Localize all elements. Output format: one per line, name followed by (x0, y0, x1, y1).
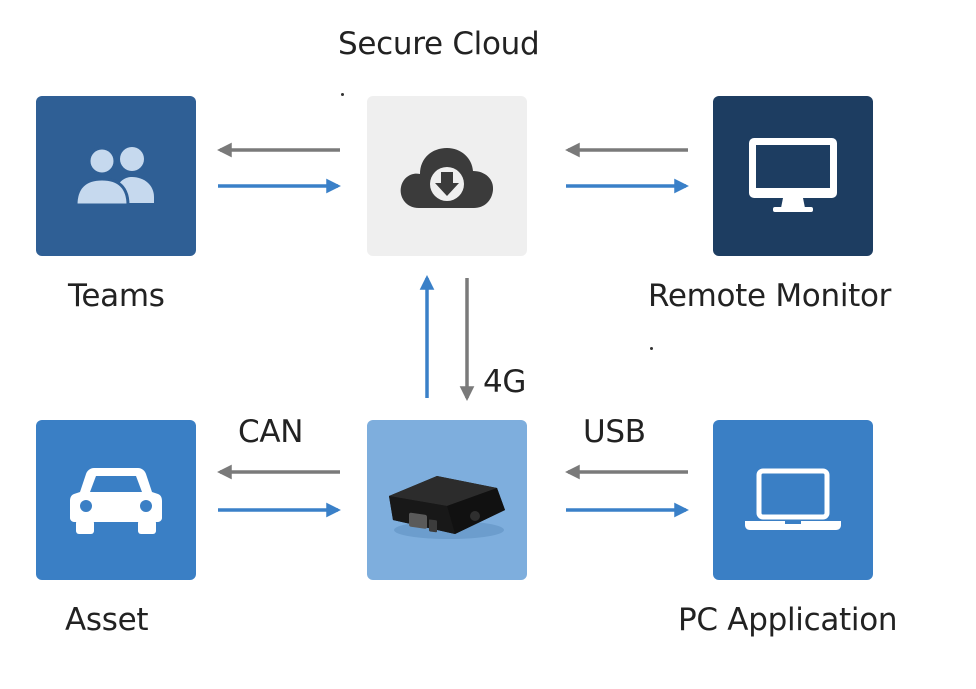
pc-application-label: PC Application (678, 602, 898, 638)
secure-cloud-node (367, 96, 527, 256)
remote-monitor-label: Remote Monitor (648, 278, 892, 314)
telematics-device-icon (389, 476, 505, 539)
stray-dot (341, 93, 344, 96)
asset-label: Asset (65, 602, 149, 638)
pc-application-node (713, 420, 873, 580)
teams-label: Teams (68, 278, 165, 314)
teams-node (36, 96, 196, 256)
car-icon (70, 468, 162, 534)
cloud-download-icon (400, 148, 494, 208)
remote-monitor-node (713, 96, 873, 256)
monitor-icon (749, 138, 837, 212)
usb-link-label: USB (583, 414, 646, 450)
can-link-label: CAN (238, 414, 304, 450)
laptop-icon (745, 468, 841, 530)
stray-dot (650, 347, 653, 350)
secure-cloud-label: Secure Cloud (338, 26, 540, 62)
asset-node (36, 420, 196, 580)
cellular-link-label: 4G (483, 364, 527, 400)
telematics-device-node (367, 420, 527, 580)
users-icon (74, 146, 154, 207)
